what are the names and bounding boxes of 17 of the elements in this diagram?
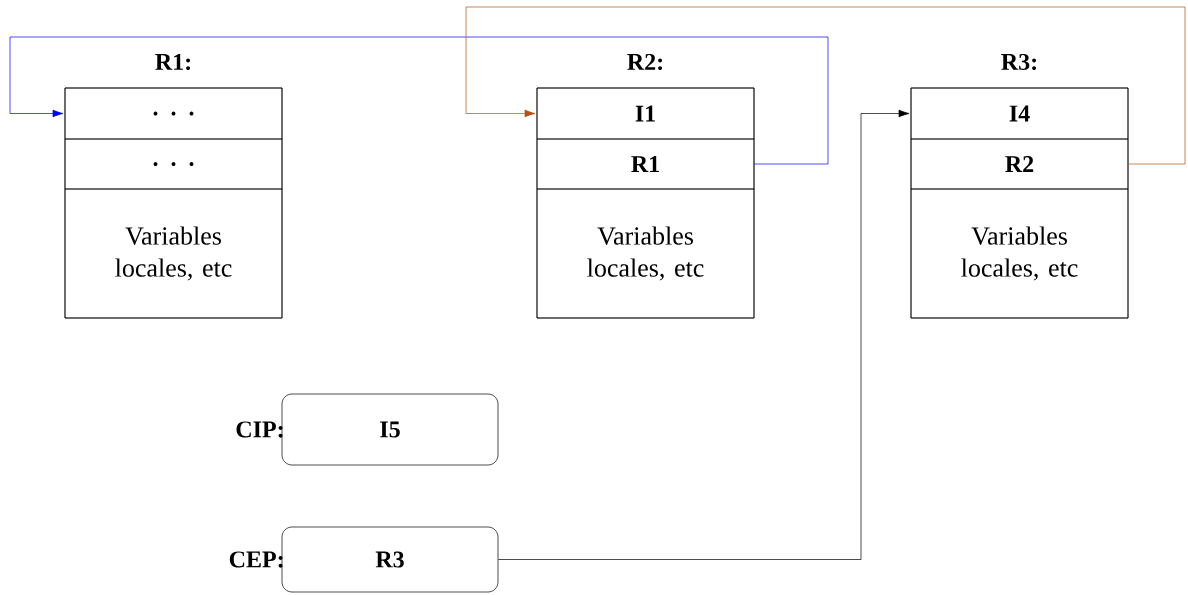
register-label: CEP: — [229, 551, 283, 568]
record-cell: Variables locales, etc — [536, 188, 755, 319]
record-cell: R2 — [910, 138, 1129, 190]
record-cell: . . . — [64, 138, 283, 190]
register-label: CIP: — [236, 421, 283, 438]
frame-label: R1: — [155, 53, 190, 71]
record-cell: I1 — [536, 87, 755, 140]
record-cell: Variables locales, etc — [910, 188, 1129, 319]
arrow — [498, 109, 910, 560]
record-cell: Variables locales, etc — [64, 188, 283, 319]
record-cell: . . . — [64, 87, 283, 140]
frame-label: R3: — [1001, 53, 1037, 71]
record-cell: R1 — [536, 138, 755, 190]
arrow — [9, 36, 829, 165]
arrow — [465, 6, 1186, 165]
frame-label: R2: — [627, 53, 662, 71]
record-cell: I4 — [910, 87, 1129, 140]
